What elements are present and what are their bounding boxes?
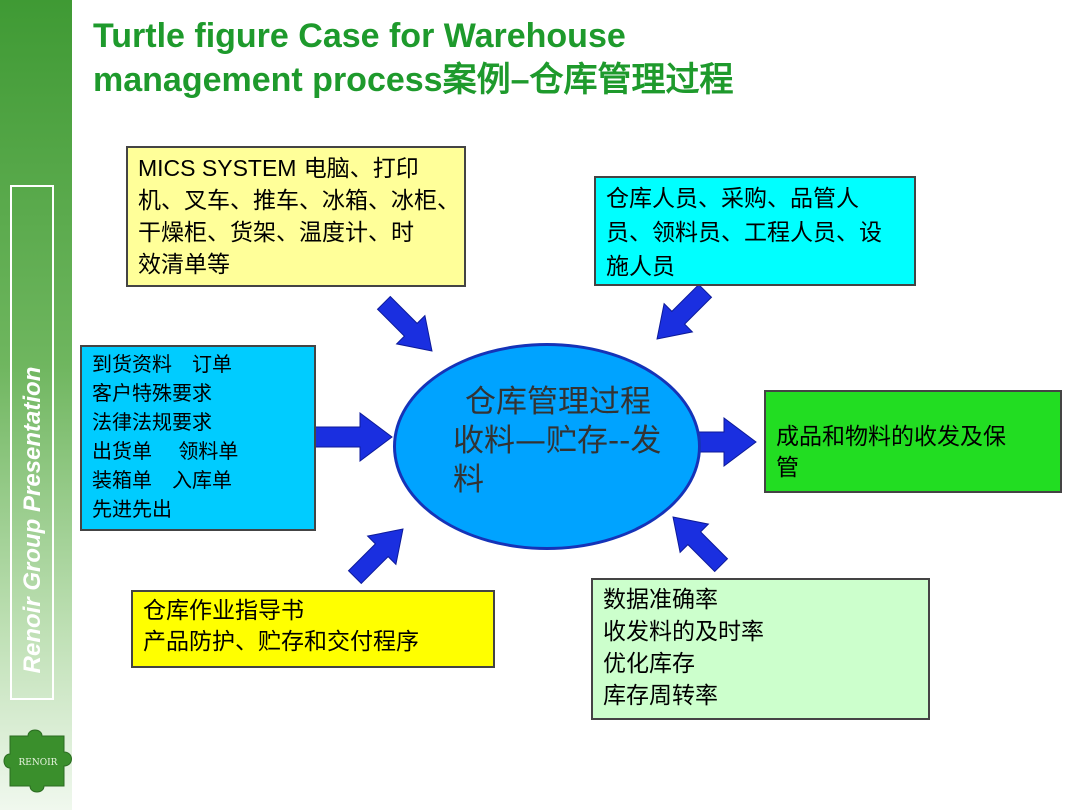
inputs-line-4: 出货单 领料单 <box>92 439 239 463</box>
sidebar-frame <box>10 185 54 700</box>
inputs-line-1: 到货资料 订单 <box>92 352 232 376</box>
tools-line-4: 效清单等 <box>138 252 230 278</box>
guides-line-1: 仓库作业指导书 <box>143 598 304 624</box>
logo-text: RENOIR <box>19 758 58 768</box>
metrics-line-2: 收发料的及时率 <box>603 619 764 645</box>
metrics-box: 数据准确率 收发料的及时率 优化库存 库存周转率 <box>591 578 930 720</box>
metrics-line-4: 库存周转率 <box>603 683 718 709</box>
tools-line-2: 机、叉车、推车、冰箱、冰柜、 <box>138 188 460 214</box>
output-line-2: 管 <box>776 455 799 481</box>
people-line-3: 施人员 <box>606 254 675 280</box>
process-label-line-3: 料 <box>453 462 484 498</box>
tools-box: MICS SYSTEM 电脑、打印 机、叉车、推车、冰箱、冰柜、 干燥柜、货架、… <box>126 146 466 287</box>
arrow-guides-icon <box>347 528 404 585</box>
arrow-inputs-icon <box>313 412 393 462</box>
tools-line-3: 干燥柜、货架、温度计、时 <box>138 220 414 246</box>
process-ellipse <box>393 343 701 550</box>
title-line-1: Turtle figure Case for Warehouse <box>93 17 626 55</box>
inputs-box: 到货资料 订单 客户特殊要求 法律法规要求 出货单 领料单 装箱单 入库单 先进… <box>80 345 316 531</box>
people-box: 仓库人员、采购、品管人 员、领料员、工程人员、设 施人员 <box>594 176 916 286</box>
inputs-line-2: 客户特殊要求 <box>92 381 212 405</box>
inputs-line-6: 先进先出 <box>92 497 172 521</box>
inputs-line-3: 法律法规要求 <box>92 410 212 434</box>
guides-box: 仓库作业指导书 产品防护、贮存和交付程序 <box>131 590 495 668</box>
people-line-1: 仓库人员、采购、品管人 <box>606 186 859 212</box>
metrics-line-3: 优化库存 <box>603 651 695 677</box>
inputs-line-5: 装箱单 入库单 <box>92 468 232 492</box>
people-line-2: 员、领料员、工程人员、设 <box>606 220 882 246</box>
guides-line-2: 产品防护、贮存和交付程序 <box>143 629 419 655</box>
tools-line-1: 电脑、打印 <box>296 156 419 182</box>
mics-system-label: MICS SYSTEM <box>138 155 297 181</box>
sidebar: Renoir Group Presentation <box>0 0 72 810</box>
renoir-puzzle-logo-icon: RENOIR <box>3 729 72 793</box>
process-label-line-2: 收料—贮存--发 <box>453 423 662 459</box>
arrow-metrics-icon <box>672 516 729 573</box>
title-line-2: management process案例–仓库管理过程 <box>93 61 734 99</box>
arrow-tools-icon <box>376 295 433 352</box>
process-label: 仓库管理过程 收料—贮存--发 料 <box>453 383 713 500</box>
metrics-line-1: 数据准确率 <box>603 587 718 613</box>
process-label-line-1: 仓库管理过程 <box>465 384 651 420</box>
output-box: 成品和物料的收发及保 管 <box>764 390 1062 493</box>
arrow-people-icon <box>656 283 713 340</box>
output-line-1: 成品和物料的收发及保 <box>776 424 1006 450</box>
page-title: Turtle figure Case for Warehouse managem… <box>93 14 993 102</box>
